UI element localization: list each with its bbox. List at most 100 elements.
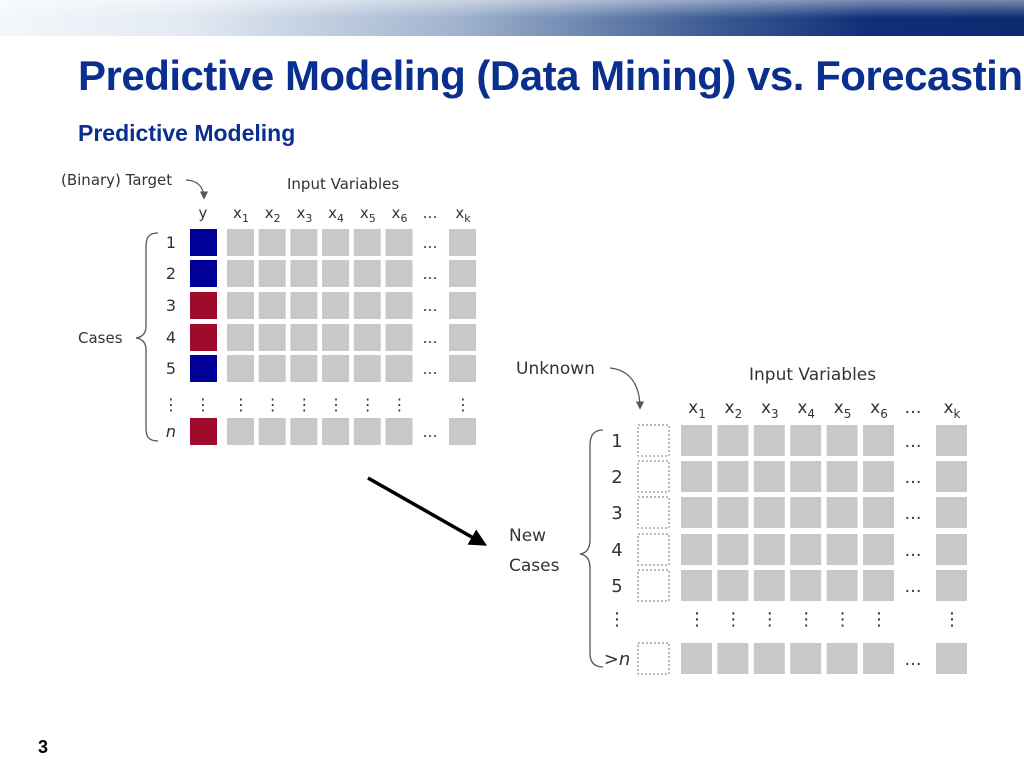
scoring-x-header: x5 bbox=[834, 398, 852, 421]
input-cell bbox=[353, 355, 381, 382]
input-cell bbox=[717, 425, 749, 456]
vertical-ellipsis: ⋮ bbox=[360, 395, 376, 414]
input-cell bbox=[227, 418, 254, 445]
slide-title: Predictive Modeling (Data Mining) vs. Fo… bbox=[78, 52, 1024, 99]
input-cell bbox=[681, 570, 712, 601]
vertical-ellipsis: ⋮ bbox=[265, 395, 281, 414]
training-x-header-letter: x bbox=[328, 204, 337, 222]
input-cell bbox=[322, 324, 350, 351]
scoring-row-label: 5 bbox=[611, 576, 622, 597]
training-x-header: x4 bbox=[328, 204, 344, 225]
input-cell bbox=[681, 643, 712, 674]
scoring-xk-header-subscript: k bbox=[954, 407, 961, 421]
horizontal-ellipsis: … bbox=[905, 504, 922, 524]
input-cell-xk bbox=[449, 355, 476, 382]
training-rows: 1…2…3…4…5…⋮⋮⋮⋮⋮⋮⋮⋮⋮n… bbox=[163, 229, 476, 445]
input-cell bbox=[353, 229, 381, 256]
binary-target-label: (Binary) Target bbox=[61, 171, 172, 189]
scoring-row: 4… bbox=[611, 533, 967, 566]
scoring-row-label: >n bbox=[604, 649, 631, 670]
horizontal-ellipsis: … bbox=[905, 541, 922, 561]
input-cell-xk bbox=[936, 570, 967, 601]
scoring-row-label: 2 bbox=[611, 467, 622, 488]
unknown-pointer-arrow bbox=[609, 367, 645, 410]
scoring-x-header-letter: x bbox=[688, 398, 698, 418]
training-row: 5… bbox=[166, 355, 476, 382]
training-row: 1… bbox=[166, 229, 476, 256]
new-cases-label-line2: Cases bbox=[509, 556, 560, 576]
input-cell bbox=[790, 497, 822, 528]
vertical-ellipsis: ⋮ bbox=[688, 609, 706, 630]
input-cell bbox=[863, 497, 894, 528]
vertical-ellipsis: ⋮ bbox=[724, 609, 742, 630]
input-cell bbox=[290, 355, 318, 382]
input-cell bbox=[353, 324, 381, 351]
input-cell bbox=[717, 534, 749, 565]
vertical-ellipsis: ⋮ bbox=[943, 609, 961, 630]
target-cell bbox=[190, 260, 217, 287]
input-cell bbox=[258, 292, 286, 319]
input-cell bbox=[385, 292, 413, 319]
vertical-ellipsis: ⋮ bbox=[761, 609, 779, 630]
new-cases-brace bbox=[579, 429, 604, 668]
input-cell bbox=[753, 534, 785, 565]
training-row-label: ⋮ bbox=[163, 395, 179, 414]
training-row-label: 1 bbox=[166, 233, 176, 252]
input-cell bbox=[790, 570, 822, 601]
scoring-x-header: x2 bbox=[725, 398, 743, 421]
training-x-header-subscript: 1 bbox=[242, 212, 249, 225]
input-cell bbox=[353, 260, 381, 287]
input-cell bbox=[863, 643, 894, 674]
target-cell bbox=[190, 355, 217, 382]
input-cell bbox=[385, 260, 413, 287]
unknown-target-cell bbox=[637, 642, 670, 675]
training-x-header-subscript: 3 bbox=[305, 212, 312, 225]
scoring-x-header-subscript: 6 bbox=[880, 407, 888, 421]
training-row: ⋮⋮⋮⋮⋮⋮⋮⋮⋮ bbox=[163, 395, 471, 414]
scoring-row: 3… bbox=[611, 496, 967, 529]
input-cell bbox=[258, 324, 286, 351]
input-cell bbox=[681, 534, 712, 565]
input-cell-xk bbox=[936, 534, 967, 565]
cases-brace bbox=[135, 232, 159, 442]
training-row: 2… bbox=[166, 260, 476, 287]
input-cell bbox=[863, 461, 894, 492]
input-cell bbox=[290, 324, 318, 351]
input-cell bbox=[790, 461, 822, 492]
training-x-header: x2 bbox=[265, 204, 281, 225]
input-cell-xk bbox=[449, 418, 476, 445]
target-cell bbox=[190, 418, 217, 445]
horizontal-ellipsis: … bbox=[423, 234, 438, 252]
scoring-x-header-subscript: 3 bbox=[771, 407, 779, 421]
scoring-row: 1… bbox=[611, 424, 967, 457]
input-cell bbox=[322, 229, 350, 256]
horizontal-ellipsis: … bbox=[423, 360, 438, 378]
input-cell bbox=[258, 418, 286, 445]
target-cell bbox=[190, 229, 217, 256]
scoring-input-variables-label: Input Variables bbox=[749, 365, 876, 385]
training-x-header-letter: x bbox=[360, 204, 369, 222]
input-cell-xk bbox=[449, 324, 476, 351]
input-cell bbox=[753, 425, 785, 456]
input-cell bbox=[290, 260, 318, 287]
scoring-row: >n… bbox=[604, 642, 967, 675]
vertical-ellipsis: ⋮ bbox=[797, 609, 815, 630]
horizontal-ellipsis: … bbox=[905, 468, 922, 488]
training-x-header: x6 bbox=[392, 204, 408, 225]
scoring-x-header: x3 bbox=[761, 398, 779, 421]
scoring-x-header-letter: x bbox=[797, 398, 807, 418]
input-cell bbox=[681, 461, 712, 492]
input-cell bbox=[826, 643, 858, 674]
input-cell bbox=[790, 425, 822, 456]
training-input-variables-label: Input Variables bbox=[287, 175, 399, 193]
training-row-label: 3 bbox=[166, 296, 176, 315]
scoring-ellipsis-header: … bbox=[905, 398, 922, 418]
input-cell bbox=[258, 229, 286, 256]
scoring-x-header: x6 bbox=[870, 398, 888, 421]
training-x-header-letter: x bbox=[296, 204, 305, 222]
input-cell bbox=[863, 570, 894, 601]
input-cell bbox=[385, 229, 413, 256]
vertical-ellipsis: ⋮ bbox=[455, 395, 471, 414]
input-cell bbox=[826, 497, 858, 528]
